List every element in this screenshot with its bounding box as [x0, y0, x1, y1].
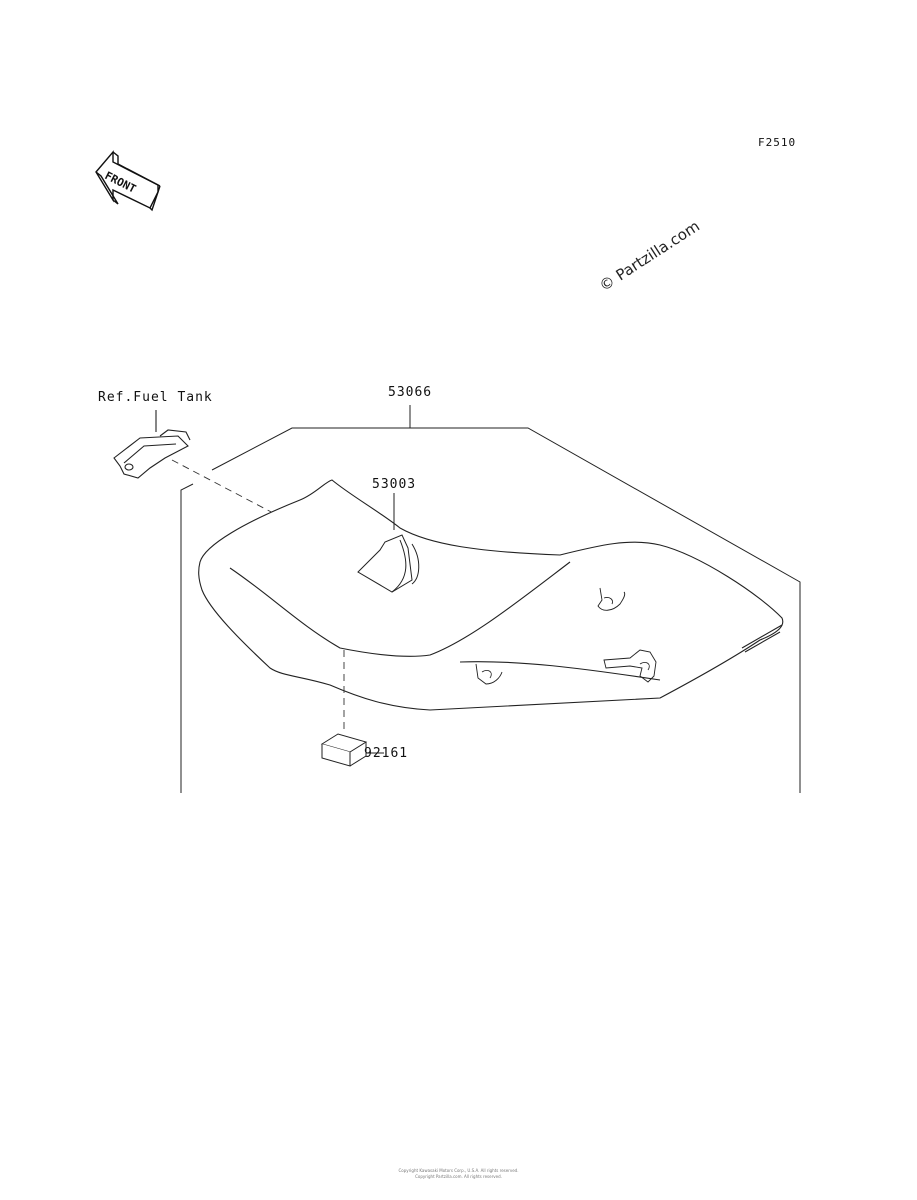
- assembly-bracket-53066: [180, 405, 801, 793]
- seat-body: [198, 479, 784, 711]
- front-arrow-icon: FRONT: [95, 150, 161, 212]
- footer-line-2: Copyright Partzilla.com. All rights rese…: [415, 1174, 502, 1179]
- part-number-53003[interactable]: 53003: [372, 477, 417, 492]
- seat-hook-rear: [597, 587, 626, 611]
- seat-label-53003: [357, 493, 420, 593]
- part-number-53066[interactable]: 53066: [388, 385, 433, 400]
- cushion-block-92161: [320, 733, 384, 767]
- fuel-tank-bracket: [113, 410, 191, 479]
- seat-hook-mid: [475, 663, 503, 685]
- part-number-92161[interactable]: 92161: [364, 746, 409, 761]
- seat-latch-rear: [603, 649, 657, 683]
- footer-line-1: Copyright Kawasaki Motors Corp., U.S.A. …: [398, 1168, 519, 1173]
- figure-code: F2510: [758, 136, 797, 149]
- reference-label: Ref.Fuel Tank: [98, 390, 213, 405]
- copyright-footer: Copyright Kawasaki Motors Corp., U.S.A. …: [0, 1168, 917, 1180]
